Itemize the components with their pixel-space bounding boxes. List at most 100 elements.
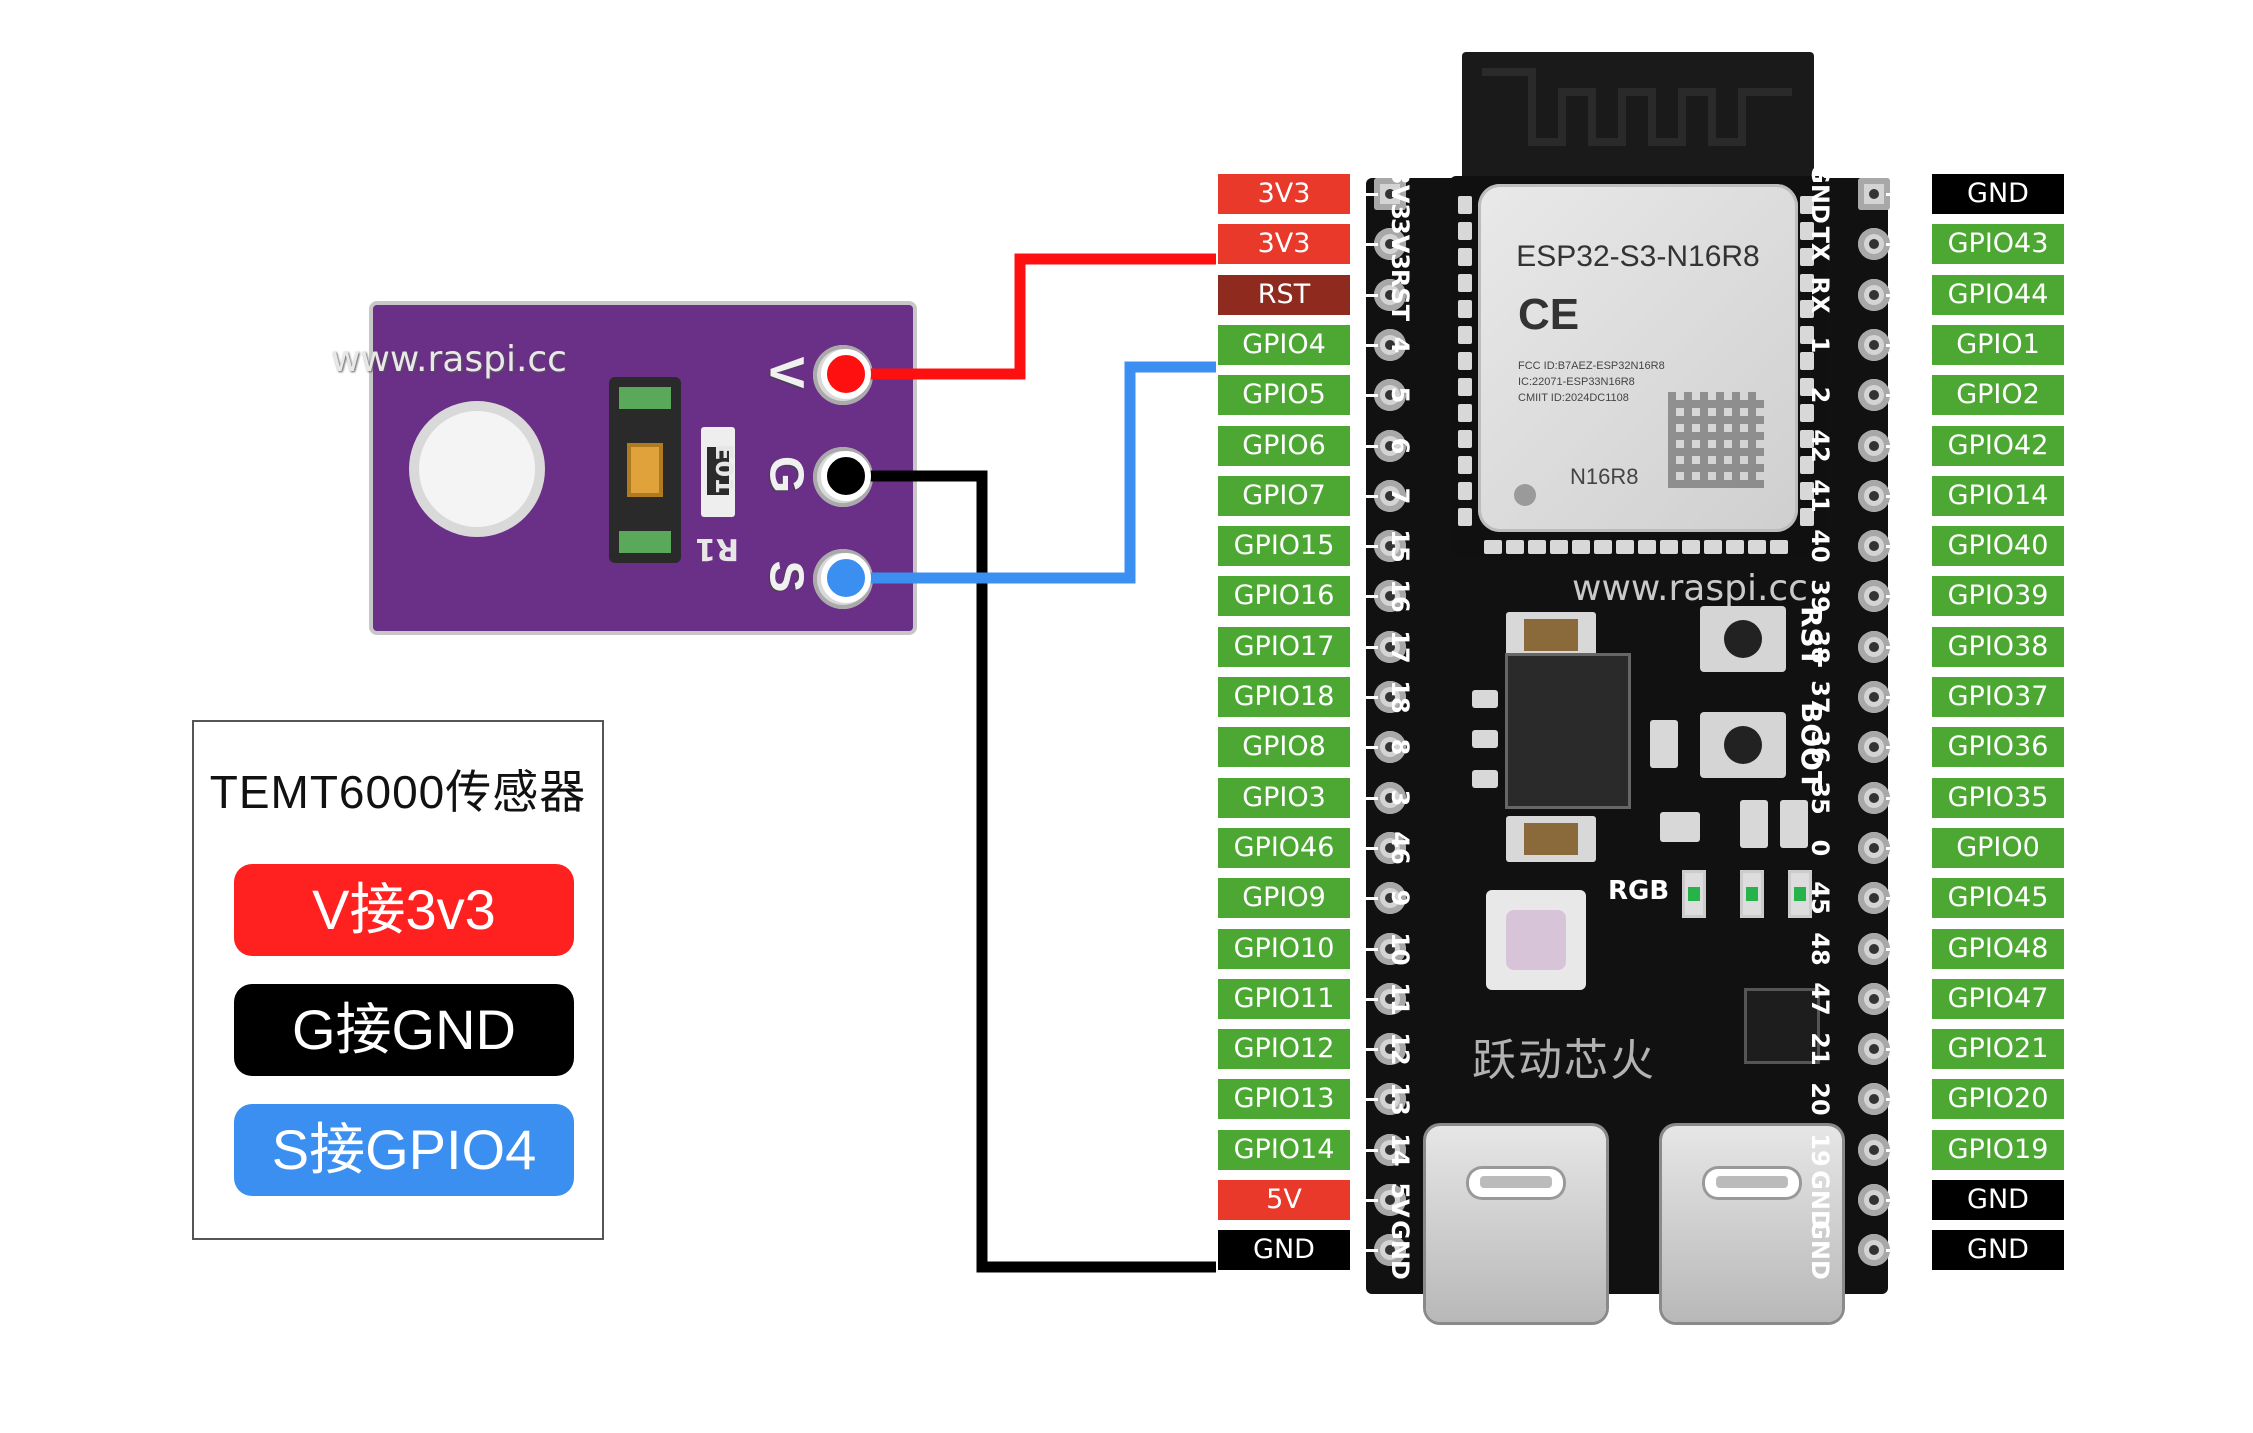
- left-pin-lead-3: [1350, 293, 1378, 297]
- usb-c-port-right: [1662, 1126, 1842, 1322]
- left-pin-lead-1: [1350, 193, 1378, 196]
- legend-g-to-gnd: G接GND: [234, 984, 574, 1076]
- left-header-pin-2: [1374, 228, 1406, 261]
- castellation: [1800, 430, 1814, 448]
- left-pin-label-2: 3V3: [1218, 224, 1350, 265]
- right-pin-label-21: GND: [1932, 1180, 2064, 1220]
- left-header-pin-6: [1374, 429, 1406, 462]
- right-pin-label-19: GPIO20: [1932, 1079, 2064, 1120]
- left-pin-label-21: 5V: [1218, 1180, 1350, 1220]
- right-header-pin-15: [1858, 882, 1890, 915]
- right-header-pin-20: [1858, 1133, 1890, 1166]
- right-pin-label-7: GPIO14: [1932, 475, 2064, 516]
- right-header-pin-17: [1858, 982, 1890, 1015]
- left-header-pin-19: [1374, 1083, 1406, 1116]
- castellation: [1800, 508, 1814, 526]
- right-pin-lead-4: [1886, 343, 1932, 347]
- castellation: [1800, 404, 1814, 422]
- board-watermark: www.raspi.cc: [1572, 568, 1808, 609]
- usb-c-port-left: [1426, 1126, 1606, 1322]
- castellation: [1616, 540, 1634, 554]
- right-header-pin-1: [1858, 178, 1890, 210]
- led-3: [1788, 870, 1812, 918]
- resistor-b: [1740, 800, 1768, 848]
- right-pin-lead-2: [1886, 243, 1932, 247]
- castellation: [1550, 540, 1568, 554]
- left-pin-lead-5: [1350, 394, 1378, 398]
- left-pin-label-3: RST: [1218, 274, 1350, 315]
- sensor-pin-s-dot: [821, 553, 871, 603]
- castellation: [1458, 508, 1472, 526]
- left-pin-label-18: GPIO12: [1218, 1029, 1350, 1070]
- right-header-pin-14: [1858, 831, 1890, 864]
- resistor: [701, 427, 735, 517]
- right-pin-lead-17: [1886, 997, 1932, 1001]
- legend-s-to-gpio4: S接GPIO4: [234, 1104, 574, 1196]
- left-header-pin-5: [1374, 379, 1406, 412]
- wire-s-to-gpio4: [846, 361, 1216, 584]
- right-header-pin-7: [1858, 479, 1890, 512]
- diode: [1660, 812, 1700, 842]
- castellation: [1458, 326, 1472, 344]
- right-pin-label-2: GPIO43: [1932, 224, 2064, 265]
- castellation: [1800, 222, 1814, 240]
- left-pin-label-11: GPIO18: [1218, 677, 1350, 717]
- castellation: [1458, 378, 1472, 396]
- right-header-pin-2: [1858, 228, 1890, 261]
- right-pin-lead-22: [1886, 1249, 1932, 1253]
- ic-id: IC:22071-ESP33N16R8: [1518, 376, 1635, 388]
- left-pin-lead-8: [1350, 545, 1378, 549]
- left-header-pin-13: [1374, 781, 1406, 814]
- castellation: [1458, 404, 1472, 422]
- castellation: [1800, 300, 1814, 318]
- castellation: [1594, 540, 1612, 554]
- right-pin-lead-5: [1886, 394, 1932, 398]
- right-header-pin-21: [1858, 1184, 1890, 1216]
- rgb-label: RGB: [1608, 876, 1670, 906]
- module-name: ESP32-S3-N16R8: [1516, 240, 1760, 273]
- left-pin-label-10: GPIO17: [1218, 626, 1350, 667]
- left-header-pin-20: [1374, 1133, 1406, 1166]
- reg-pin-3: [1472, 770, 1498, 788]
- right-header-pin-18: [1858, 1033, 1890, 1066]
- left-pin-lead-22: [1350, 1249, 1378, 1253]
- right-pin-lead-9: [1886, 595, 1932, 599]
- cmiit-id: CMIIT ID:2024DC1108: [1518, 392, 1629, 404]
- left-pin-lead-2: [1350, 243, 1378, 247]
- led-1: [1682, 870, 1706, 918]
- right-pin-lead-3: [1886, 293, 1932, 297]
- right-header-pin-9: [1858, 580, 1890, 613]
- voltage-regulator: [1508, 656, 1628, 806]
- left-pin-label-5: GPIO5: [1218, 375, 1350, 416]
- chip-pad-top: [619, 387, 671, 409]
- castellation: [1458, 222, 1472, 240]
- right-header-pin-8: [1858, 530, 1890, 563]
- fcc-id: FCC ID:B7AEZ-ESP32N16R8: [1518, 360, 1665, 372]
- castellation: [1458, 248, 1472, 266]
- chip-die: [627, 443, 663, 497]
- right-pin-label-14: GPIO0: [1932, 827, 2064, 868]
- left-header-pin-11: [1374, 681, 1406, 713]
- castellation: [1660, 540, 1678, 554]
- right-header-pin-6: [1858, 429, 1890, 462]
- right-pin-lead-6: [1886, 444, 1932, 448]
- legend-v-to-3v3: V接3v3: [234, 864, 574, 956]
- castellation: [1572, 540, 1590, 554]
- right-pin-lead-20: [1886, 1148, 1932, 1152]
- right-pin-label-1: GND: [1932, 174, 2064, 214]
- right-pin-label-18: GPIO21: [1932, 1029, 2064, 1070]
- left-header-pin-10: [1374, 630, 1406, 663]
- castellation: [1800, 378, 1814, 396]
- left-pin-lead-6: [1350, 444, 1378, 448]
- left-pin-lead-17: [1350, 997, 1378, 1001]
- right-pin-lead-21: [1886, 1199, 1932, 1202]
- resistor-a: [1650, 720, 1678, 768]
- left-pin-label-9: GPIO16: [1218, 576, 1350, 617]
- left-pin-lead-4: [1350, 343, 1378, 347]
- castellation: [1748, 540, 1766, 554]
- brand-logo: 跃动芯火: [1472, 1035, 1656, 1086]
- right-header-pin-22: [1858, 1234, 1890, 1267]
- boot-button: [1700, 712, 1786, 778]
- right-pin-label-20: GPIO19: [1932, 1129, 2064, 1170]
- wire-g-to-gnd: [846, 470, 1216, 1273]
